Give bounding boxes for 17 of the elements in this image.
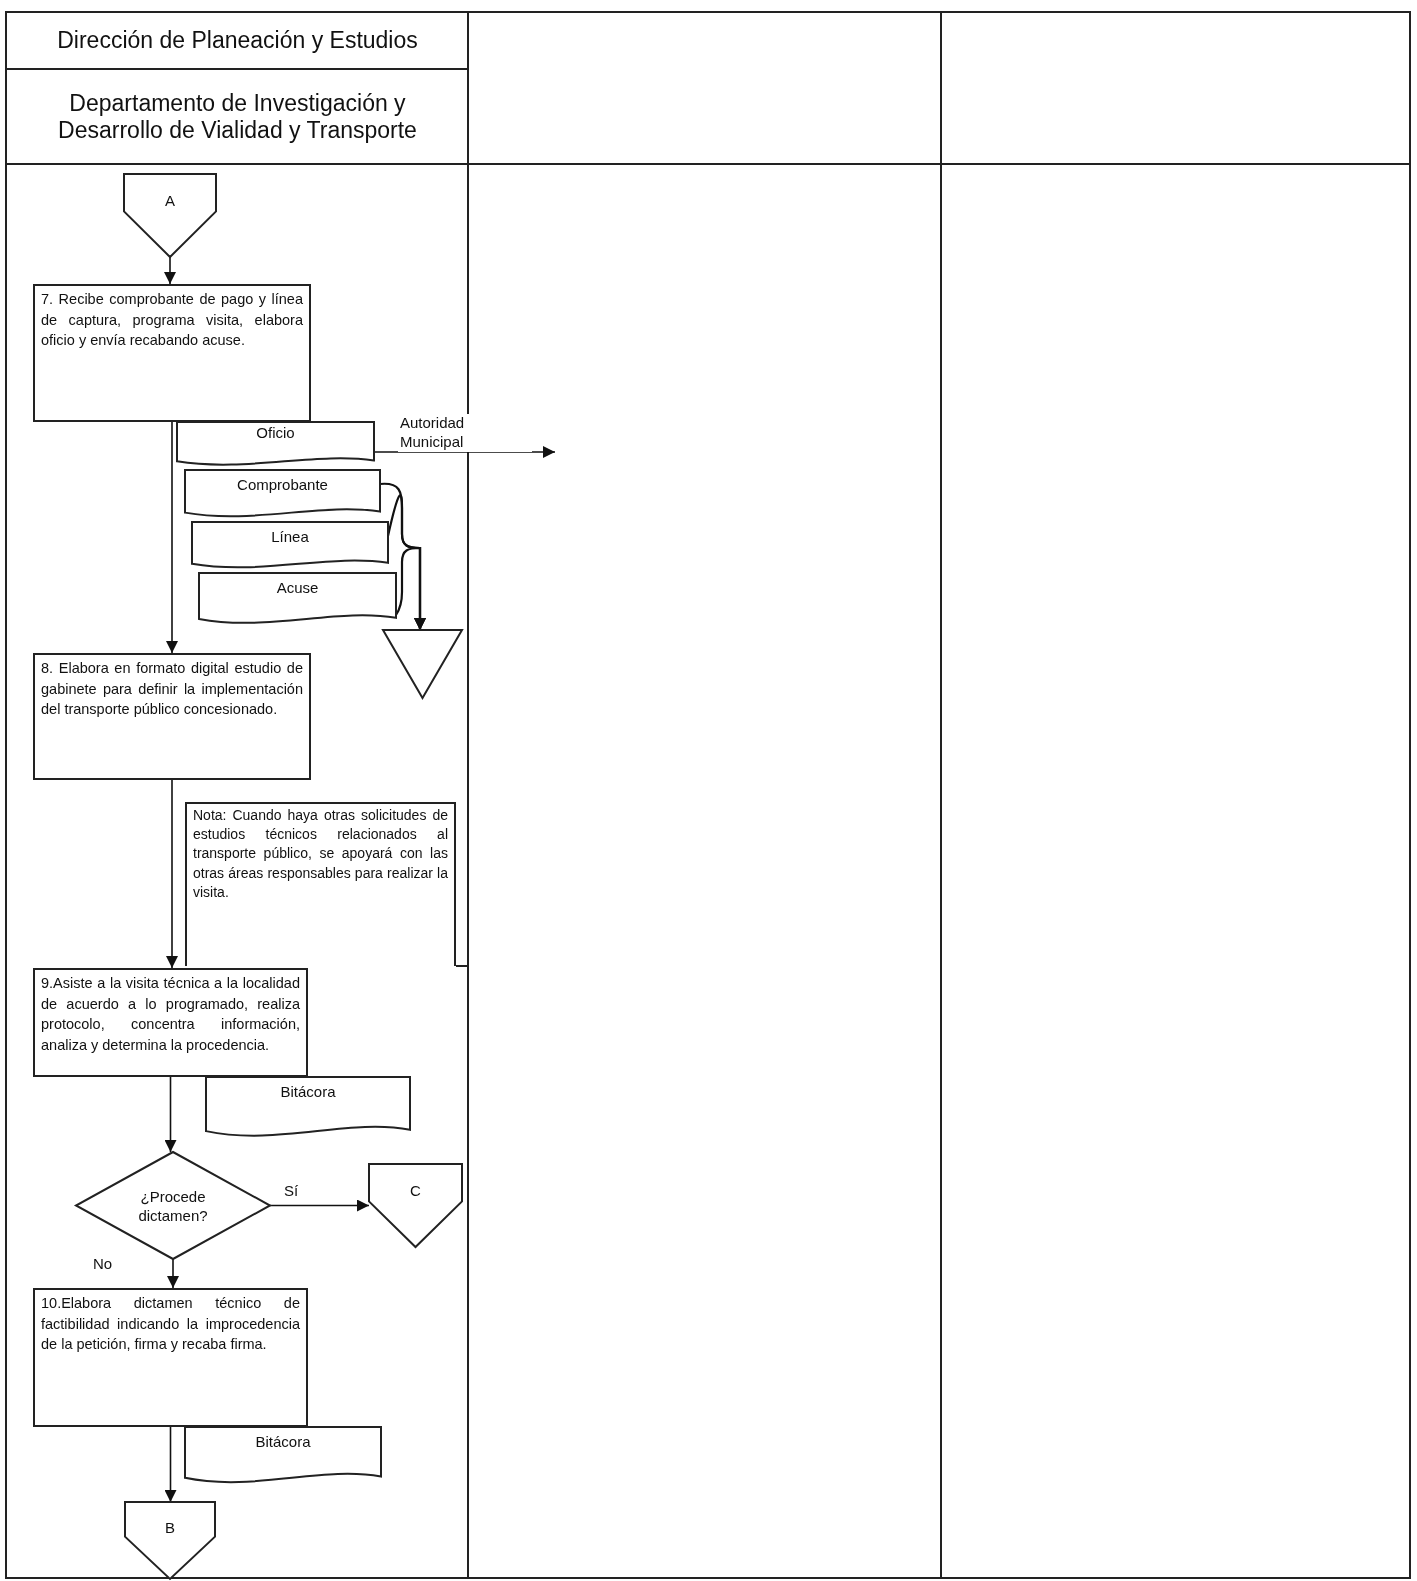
arrow xyxy=(167,1258,179,1289)
arrow xyxy=(269,1199,370,1212)
arrow xyxy=(164,1426,177,1503)
arrow xyxy=(164,256,176,285)
lane-header: Departamento de Investigación y Desarrollo de Vialidad y Transporte xyxy=(7,69,468,164)
note-box: Nota: Cuando haya otras solicitudes de estudios técnicos relacionados al transporte público, se apoyará con las otras áreas responsables para realizar la visita. xyxy=(185,802,456,966)
arrow xyxy=(166,421,178,654)
decision-diamond: ¿Procede dictamen? xyxy=(76,1152,270,1259)
process-box: 8. Elabora en formato digital estudio de gabinete para definir la implementación del transporte público concesionado. xyxy=(33,653,311,780)
off-page-connector: A xyxy=(124,174,216,257)
off-page-connector: B xyxy=(125,1502,215,1579)
arrow xyxy=(164,1076,177,1153)
lane-header: Dirección de Planeación y Estudios xyxy=(7,12,468,69)
edge-label: Autoridad Municipal xyxy=(398,414,532,452)
off-page-connector: C xyxy=(369,1164,462,1247)
archive-triangle xyxy=(383,630,462,698)
arrow xyxy=(166,779,178,969)
